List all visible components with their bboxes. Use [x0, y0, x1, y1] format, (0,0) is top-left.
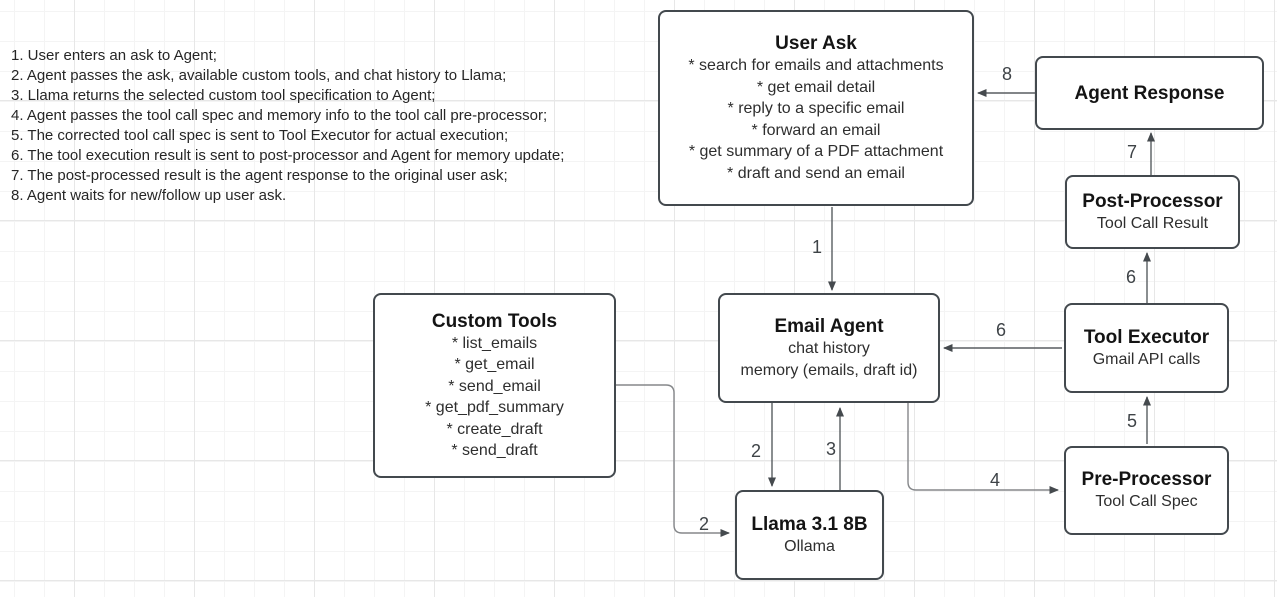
node-custom-tools-line: * get_email	[454, 356, 535, 373]
node-user-ask-line: * forward an email	[751, 121, 881, 139]
node-custom-tools-title: Custom Tools	[431, 310, 558, 332]
node-post-processor: Post-Processor Tool Call Result	[1065, 175, 1240, 249]
node-post-processor-subtitle: Tool Call Result	[1096, 214, 1209, 232]
edge-label-2-agent-llama: 2	[750, 441, 762, 461]
node-email-agent-title: Email Agent	[774, 316, 884, 337]
edge-label-3: 3	[825, 439, 837, 459]
edge-label-7: 7	[1126, 142, 1138, 162]
edge-label-1: 1	[811, 237, 823, 257]
edge-custom-tools-to-llama	[616, 384, 730, 537]
node-custom-tools-line: * send_email	[448, 377, 541, 395]
node-pre-processor-subtitle: Tool Call Spec	[1095, 493, 1198, 511]
edge-label-4: 4	[989, 470, 1001, 490]
node-post-processor-title: Post-Processor	[1082, 190, 1223, 212]
node-user-ask-line: * reply to a specific email	[727, 100, 905, 117]
step-item: 3. Llama returns the selected custom too…	[11, 87, 436, 104]
step-list: 1. User enters an ask to Agent; 2. Agent…	[11, 46, 651, 206]
node-user-ask-line: * get summary of a PDF attachment	[688, 143, 944, 160]
edge-label-2-tools-llama: 2	[698, 514, 710, 534]
node-user-ask: User Ask * search for emails and attachm…	[658, 10, 974, 206]
edge-email-agent-to-pre-processor	[907, 403, 1059, 494]
node-custom-tools-line: * get_pdf_summary	[425, 399, 564, 416]
node-user-ask-line: * draft and send an email	[727, 164, 905, 182]
step-item: 8. Agent waits for new/follow up user as…	[11, 187, 287, 204]
node-tool-executor-title: Tool Executor	[1083, 326, 1210, 348]
node-custom-tools: Custom Tools * list_emails * get_email *…	[373, 293, 616, 478]
step-item: 7. The post-processed result is the agen…	[11, 167, 508, 184]
step-item: 5. The corrected tool call spec is sent …	[11, 127, 509, 144]
step-item: 2. Agent passes the ask, available custo…	[11, 67, 507, 84]
step-item: 1. User enters an ask to Agent;	[11, 47, 217, 64]
step-item: 4. Agent passes the tool call spec and m…	[11, 107, 548, 124]
node-custom-tools-line: * send_draft	[451, 442, 538, 459]
edge-label-5: 5	[1126, 411, 1138, 431]
node-llama: Llama 3.1 8B Ollama	[735, 490, 884, 580]
node-agent-response: Agent Response	[1035, 56, 1264, 130]
node-agent-response-title: Agent Response	[1074, 82, 1225, 104]
node-email-agent: Email Agent chat history memory (emails,…	[718, 293, 940, 403]
node-pre-processor: Pre-Processor Tool Call Spec	[1064, 446, 1229, 535]
node-user-ask-line: * search for emails and attachments	[688, 57, 944, 74]
node-email-agent-line: chat history	[788, 340, 870, 357]
node-llama-subtitle: Ollama	[784, 537, 835, 555]
node-user-ask-line: * get email detail	[756, 78, 876, 96]
edge-label-6-to-agent: 6	[995, 320, 1007, 340]
node-tool-executor-subtitle: Gmail API calls	[1092, 350, 1201, 368]
node-user-ask-title: User Ask	[775, 33, 857, 54]
node-llama-title: Llama 3.1 8B	[751, 513, 868, 535]
node-custom-tools-line: * create_draft	[446, 420, 543, 438]
node-email-agent-line: memory (emails, draft id)	[740, 361, 918, 379]
node-pre-processor-title: Pre-Processor	[1081, 469, 1212, 491]
edge-label-6-to-postprocessor: 6	[1125, 267, 1137, 287]
node-tool-executor: Tool Executor Gmail API calls	[1064, 303, 1229, 393]
node-custom-tools-line: * list_emails	[451, 334, 538, 352]
step-item: 6. The tool execution result is sent to …	[11, 147, 565, 164]
edge-label-8: 8	[1001, 64, 1013, 84]
